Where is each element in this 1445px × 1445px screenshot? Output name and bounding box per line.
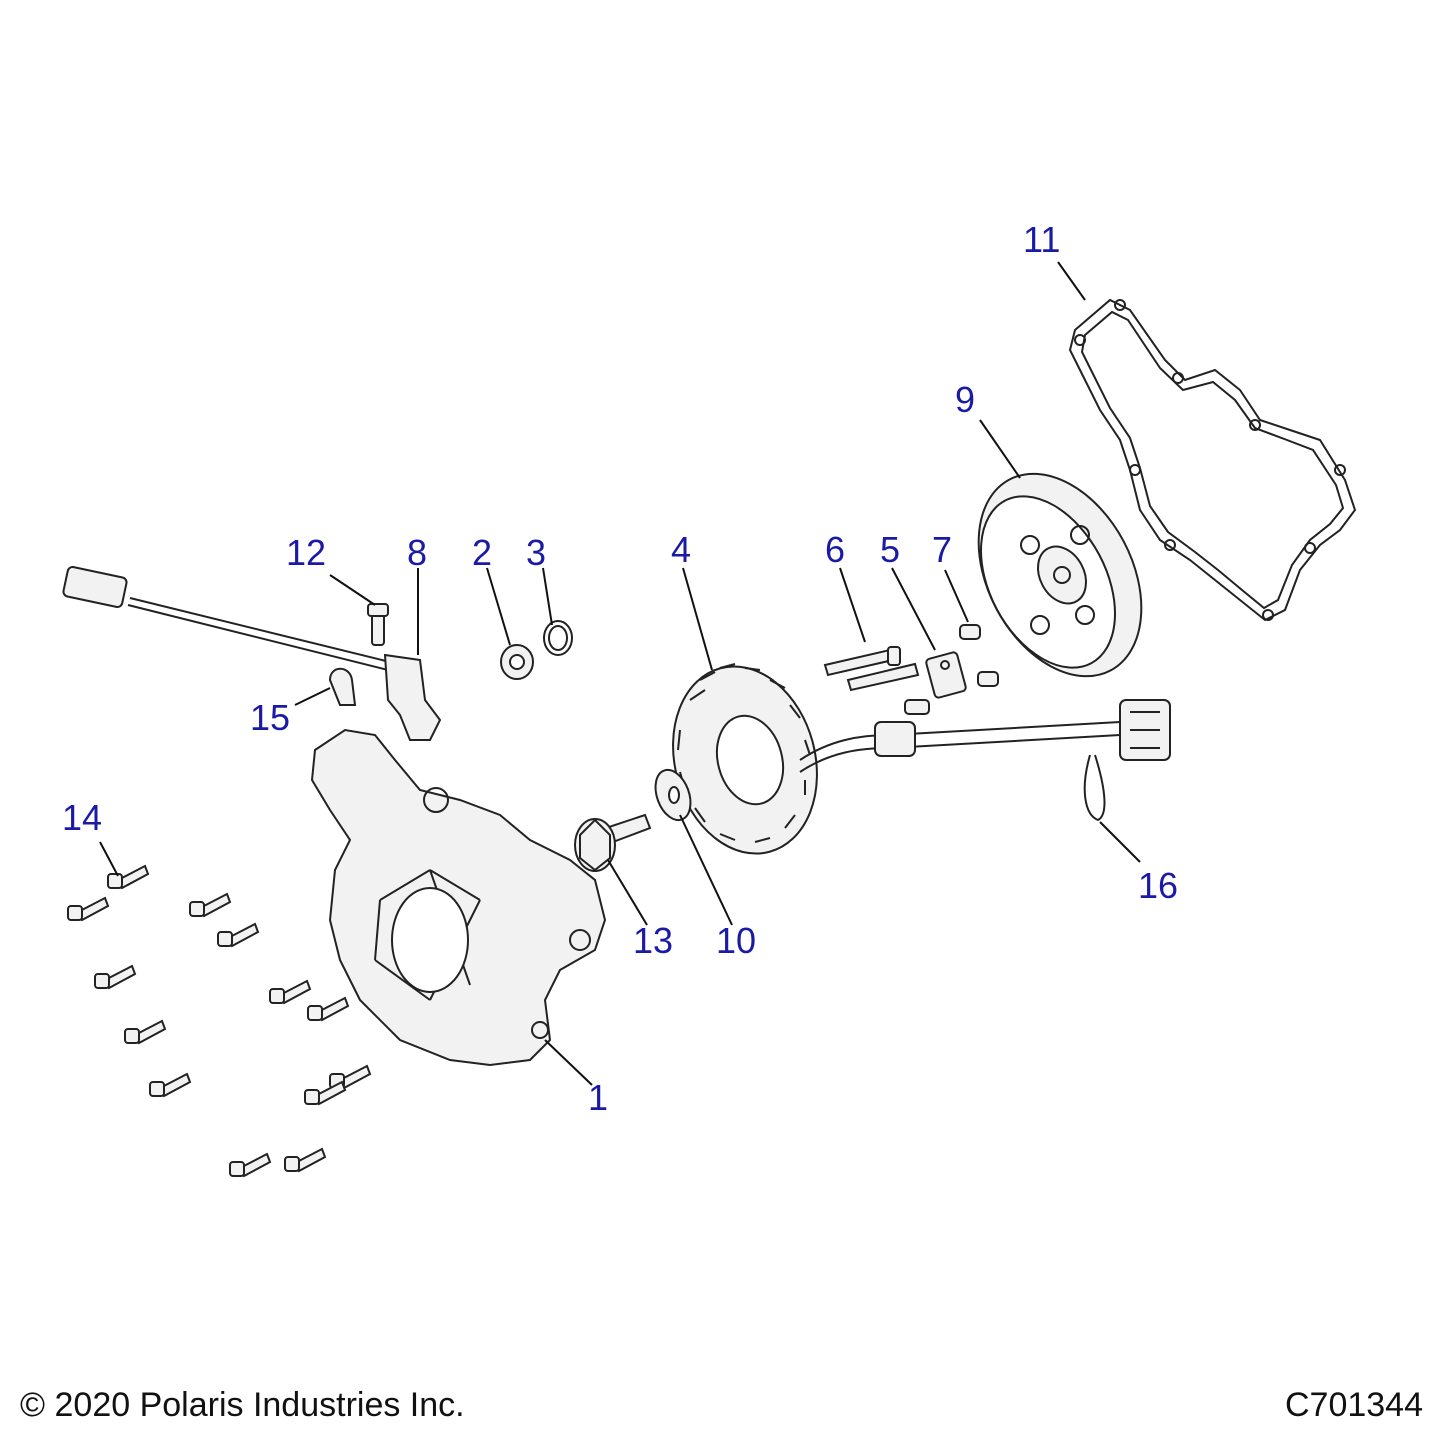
snap-ring-part [543, 620, 573, 656]
clamp-screws-part [904, 624, 999, 715]
callout-8: 8 [407, 532, 428, 573]
sensor-clip-part [328, 667, 357, 706]
flange-bolt-part [574, 813, 652, 872]
speed-sensor-part [62, 566, 442, 741]
callout-3: 3 [526, 532, 547, 573]
bearing-part [500, 644, 534, 680]
flywheel-part [977, 472, 1143, 678]
cover-bolts-part [67, 864, 372, 1178]
stator-screws-part [823, 646, 920, 692]
callout-1: 1 [588, 1077, 609, 1118]
callout-6: 6 [825, 529, 846, 570]
copyright-text: © 2020 Polaris Industries Inc. [20, 1386, 465, 1424]
cable-tie-part [1083, 754, 1106, 822]
washer-part [654, 768, 692, 822]
callout-9: 9 [955, 379, 976, 420]
callout-10: 10 [716, 920, 757, 961]
callout-4: 4 [671, 529, 692, 570]
callout-7: 7 [932, 529, 953, 570]
gasket-part [1068, 298, 1357, 622]
callout-2: 2 [472, 532, 493, 573]
callout-12: 12 [286, 532, 327, 573]
wire-clamp-part [925, 651, 967, 699]
stator-part [672, 663, 818, 855]
diagram-code: C701344 [1284, 1386, 1423, 1424]
callout-5: 5 [880, 529, 901, 570]
callout-13: 13 [633, 920, 674, 961]
callout-14: 14 [62, 797, 103, 838]
callout-16: 16 [1138, 865, 1179, 906]
callout-15: 15 [250, 697, 291, 738]
leader-lines [99, 261, 1141, 1086]
stator-harness-part [799, 699, 1171, 773]
stator-cover-part [310, 728, 607, 1067]
sensor-bolt-part [367, 603, 389, 646]
callout-11: 11 [1023, 219, 1061, 260]
